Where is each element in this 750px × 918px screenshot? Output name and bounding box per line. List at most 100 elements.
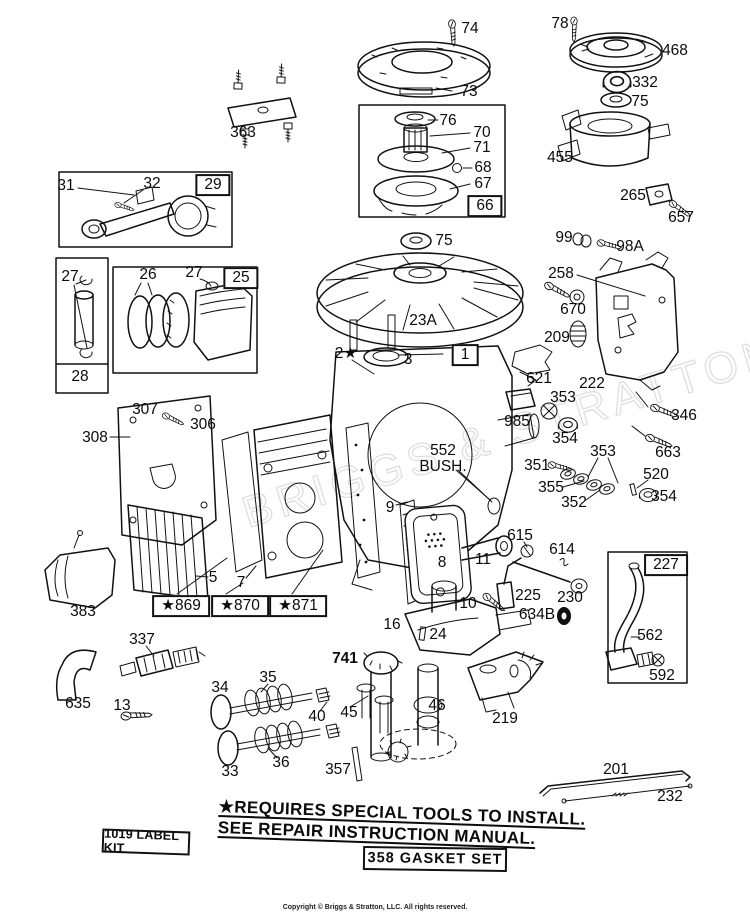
part-label-265[interactable]: 265 [620,187,646,205]
part-label-383[interactable]: 383 [70,603,96,621]
starter-cup-drawing [557,109,671,167]
part-label-209[interactable]: 209 [544,329,570,347]
part-label-35[interactable]: 35 [259,669,277,687]
label-kit-box[interactable]: 1019 LABEL KIT [101,826,191,856]
part-label-468[interactable]: 468 [662,42,688,60]
part-label-7[interactable]: 7 [236,574,246,592]
part-label-34[interactable]: 34 [211,679,229,697]
part-label-615[interactable]: 615 [507,527,533,545]
part-label-985[interactable]: 985 [504,413,530,431]
part-label-28[interactable]: 28 [71,368,89,386]
part-label-307[interactable]: 307 [132,401,158,419]
control-bracket-drawing [543,251,679,391]
part-label-552[interactable]: 552 BUSH. [419,442,467,475]
part-label-68[interactable]: 68 [474,159,492,177]
rewind-pulley-drawing [569,16,663,108]
part-label-74[interactable]: 74 [461,20,479,38]
flywheel-screen-drawing [357,18,491,98]
part-label-337[interactable]: 337 [129,631,155,649]
part-label-26[interactable]: 26 [139,266,157,284]
part-label-258[interactable]: 258 [548,265,574,283]
part-label-99[interactable]: 99 [555,229,573,247]
part-label-3[interactable]: 3 [403,351,413,369]
part-label-357[interactable]: 357 [325,761,351,779]
part-label-870[interactable]: ★870 [211,595,269,617]
part-label-308[interactable]: 308 [82,429,108,447]
part-label-741[interactable]: 741 [332,650,358,668]
part-label-455[interactable]: 455 [547,149,573,167]
part-label-227[interactable]: 227 [644,554,688,576]
part-label-354-upper[interactable]: 354 [552,430,578,448]
part-label-222[interactable]: 222 [579,375,605,393]
part-label-363[interactable]: 363 [230,124,256,142]
part-label-75-top[interactable]: 75 [631,93,649,111]
part-label-29[interactable]: 29 [195,174,231,196]
part-label-23A[interactable]: 23A [409,312,437,330]
part-label-353-lower[interactable]: 353 [590,443,616,461]
part-label-201[interactable]: 201 [603,761,629,779]
part-label-351[interactable]: 351 [524,457,550,475]
part-label-663[interactable]: 663 [655,444,681,462]
part-label-40[interactable]: 40 [308,708,326,726]
part-label-36[interactable]: 36 [272,754,290,772]
part-label-31[interactable]: 31 [57,177,75,195]
part-label-332[interactable]: 332 [632,74,658,92]
part-label-230[interactable]: 230 [557,589,583,607]
part-label-562[interactable]: 562 [637,627,663,645]
part-label-71[interactable]: 71 [473,139,491,157]
part-label-869[interactable]: ★869 [152,595,210,617]
part-label-70[interactable]: 70 [473,124,491,142]
copyright-text: Copyright © Briggs & Stratton, LLC. All … [282,904,468,911]
part-label-1[interactable]: 1 [451,344,479,366]
part-label-10[interactable]: 10 [459,595,477,613]
part-label-353-upper[interactable]: 353 [550,389,576,407]
breather-drawing [395,499,513,605]
part-label-45[interactable]: 45 [340,704,358,722]
gasket-set-box[interactable]: 358 GASKET SET [362,845,508,873]
part-label-46[interactable]: 46 [428,697,446,715]
part-label-73[interactable]: 73 [460,83,478,101]
part-label-306[interactable]: 306 [190,416,216,434]
part-label-219[interactable]: 219 [492,710,518,728]
part-label-13[interactable]: 13 [113,697,131,715]
part-label-621[interactable]: 621 [526,370,552,388]
part-label-225[interactable]: 225 [515,587,541,605]
part-label-670[interactable]: 670 [560,301,586,319]
part-label-66[interactable]: 66 [467,195,503,217]
part-label-592[interactable]: 592 [649,667,675,685]
part-label-76[interactable]: 76 [439,112,457,130]
part-label-634B[interactable]: 634B [518,606,556,624]
part-label-33[interactable]: 33 [221,763,239,781]
part-label-32[interactable]: 32 [143,175,161,193]
part-label-520[interactable]: 520 [643,466,669,484]
part-label-354-lower[interactable]: 354 [651,488,677,506]
part-label-635[interactable]: 635 [65,695,91,713]
part-label-11[interactable]: 11 [474,551,492,569]
part-label-25[interactable]: 25 [223,267,259,289]
piston-pin-box [55,257,109,394]
part-label-352[interactable]: 352 [561,494,587,512]
part-label-346[interactable]: 346 [671,407,697,425]
part-label-9[interactable]: 9 [385,499,395,517]
part-label-67[interactable]: 67 [474,175,492,193]
part-label-78[interactable]: 78 [551,15,569,33]
part-label-5[interactable]: 5 [208,569,218,587]
part-label-657[interactable]: 657 [668,209,694,227]
part-label-614[interactable]: 614 [549,541,575,559]
part-label-871[interactable]: ★871 [269,595,327,617]
part-label-75-flywheel[interactable]: 75 [435,232,453,250]
label-kit-text: 1019 LABEL KIT [103,826,180,856]
part-label-16[interactable]: 16 [383,616,401,634]
part-label-98A[interactable]: 98A [616,238,644,256]
oil-fill-box [605,551,688,684]
part-label-8[interactable]: 8 [437,554,447,572]
part-label-27-pin[interactable]: 27 [61,268,79,286]
spark-plug-drawing [55,645,206,722]
part-label-24[interactable]: 24 [429,626,447,644]
part-label-2[interactable]: 2★ [334,345,358,363]
governor-links-drawing [539,770,693,804]
part-label-27-piston[interactable]: 27 [185,264,203,282]
part-label-355[interactable]: 355 [538,479,564,497]
part-label-232[interactable]: 232 [657,788,683,806]
